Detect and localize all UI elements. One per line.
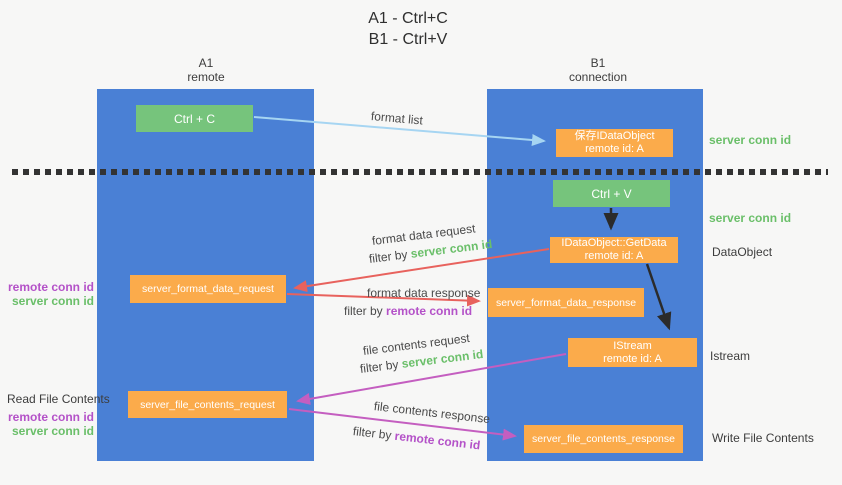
- annotation-remote-conn-id-1: remote conn id: [7, 280, 94, 294]
- filter-by-text-4: filter by: [352, 424, 393, 443]
- node-server-file-contents-response-label: server_file_contents_response: [531, 433, 675, 445]
- node-save-idataobject-line1: 保存IDataObject: [574, 130, 655, 142]
- lane-a-header: A1 remote: [146, 56, 266, 84]
- annotation-write-file-contents: Write File Contents: [712, 431, 814, 445]
- lane-a-subtitle: remote: [187, 70, 225, 84]
- node-server-file-contents-request: server_file_contents_request: [128, 391, 287, 418]
- node-ctrl-v: Ctrl + V: [553, 180, 670, 207]
- node-server-format-data-response-label: server_format_data_response: [495, 296, 637, 309]
- filter-by-text-2: filter by: [344, 304, 383, 318]
- node-istream-line2: remote id: A: [603, 352, 662, 365]
- filter-by-text-3: filter by: [359, 357, 400, 376]
- title-line-a1: A1 - Ctrl+C: [368, 10, 448, 27]
- title-line-b1: B1 - Ctrl+V: [368, 31, 448, 48]
- node-istream-line1: IStream: [613, 339, 652, 352]
- annotation-server-conn-id-mid: server conn id: [709, 211, 792, 225]
- node-ctrl-v-label: Ctrl + V: [591, 186, 632, 201]
- lane-b-subtitle: connection: [568, 70, 628, 84]
- annotation-conn-ids-format: remote conn id server conn id: [0, 280, 94, 308]
- node-idataobject-getdata: IDataObject::GetData remote id: A: [550, 237, 678, 263]
- node-save-idataobject-line2: remote id: A: [585, 143, 644, 155]
- node-save-idataobject: 保存IDataObject remote id: A: [556, 129, 673, 157]
- annotation-istream: Istream: [710, 349, 751, 363]
- lane-b-header: B1 connection: [538, 56, 658, 84]
- annotation-server-conn-id-1: server conn id: [11, 294, 94, 308]
- lane-b-title: B1: [590, 56, 606, 70]
- annotation-server-conn-id-top: server conn id: [709, 133, 792, 147]
- node-idataobject-getdata-line1: IDataObject::GetData: [561, 237, 667, 249]
- remote-conn-id-text-2: remote conn id: [393, 428, 482, 453]
- node-server-format-data-response: server_format_data_response: [488, 288, 644, 317]
- annotation-dataobject: DataObject: [712, 245, 773, 259]
- annotation-conn-ids-file: remote conn id server conn id: [0, 410, 94, 438]
- node-server-file-contents-request-label: server_file_contents_request: [140, 398, 275, 411]
- lane-a-title: A1: [198, 56, 214, 70]
- annotation-read-file-contents: Read File Contents: [7, 392, 110, 406]
- node-istream: IStream remote id: A: [568, 338, 697, 367]
- annotation-server-conn-id-2: server conn id: [11, 424, 94, 438]
- node-server-format-data-request: server_format_data_request: [130, 275, 286, 303]
- edge-label-format-list: format list: [370, 109, 424, 128]
- node-idataobject-getdata-line2: remote id: A: [584, 250, 644, 262]
- filter-by-text-1: filter by: [368, 247, 409, 266]
- node-ctrl-c: Ctrl + C: [136, 105, 253, 132]
- edge-label-format-data-response: format data response: [367, 286, 481, 300]
- diagram-title: A1 - Ctrl+C B1 - Ctrl+V: [0, 8, 816, 50]
- remote-conn-id-text-1: remote conn id: [386, 304, 473, 318]
- node-server-file-contents-response: server_file_contents_response: [524, 425, 683, 453]
- node-ctrl-c-label: Ctrl + C: [173, 111, 215, 126]
- edge-label-file-contents-response: file contents response: [373, 399, 491, 427]
- edge-label-filter-by-remote-conn-id-1: filter by remote conn id: [344, 304, 472, 318]
- annotation-remote-conn-id-2: remote conn id: [7, 410, 94, 424]
- edge-label-filter-by-remote-conn-id-2: filter by remote conn id: [352, 424, 481, 452]
- node-server-format-data-request-label: server_format_data_request: [142, 283, 274, 295]
